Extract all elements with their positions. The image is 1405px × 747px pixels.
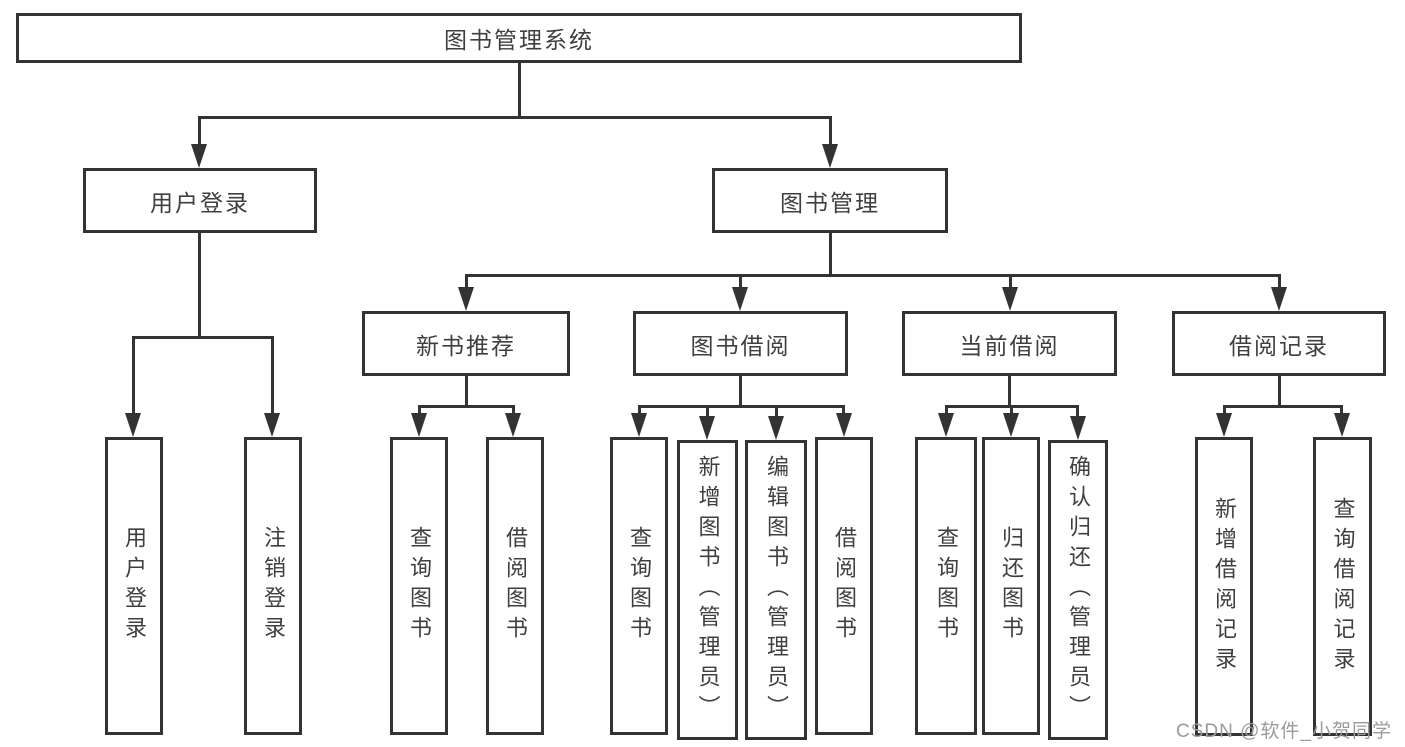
- leaf-cb-confirm-return-admin: 确认归还（管理员）: [1048, 440, 1108, 740]
- connector-new-book-rail: [418, 405, 515, 408]
- leaf-bb-borrow-books-label: 借阅图书: [832, 526, 857, 646]
- arrow-to-bb-borrow-icon: [836, 413, 852, 437]
- leaf-user-login-label: 用户登录: [122, 526, 147, 646]
- connector-new-book-stem: [465, 376, 468, 407]
- connector-user-login-rail: [132, 336, 274, 339]
- node-library-system: 图书管理系统: [16, 13, 1022, 63]
- connector-current-borrow-drop: [1009, 274, 1012, 290]
- arrow-to-cb-query-icon: [938, 413, 954, 437]
- node-book-borrowing: 图书借阅: [633, 311, 848, 376]
- watermark: CSDN @软件_小贺同学: [1176, 721, 1392, 742]
- leaf-cb-return-books-label: 归还图书: [999, 526, 1024, 646]
- connector-current-borrow-stem: [1008, 376, 1011, 407]
- leaf-br-add-record: 新增借阅记录: [1195, 437, 1253, 736]
- leaf-nb-borrow-books-label: 借阅图书: [503, 526, 528, 646]
- leaf-bb-add-books-admin-label: 新增图书（管理员）: [695, 455, 721, 725]
- leaf-bb-query-books-label: 查询图书: [627, 526, 652, 646]
- arrow-to-book-mgmt-icon: [822, 144, 838, 168]
- arrow-to-br-add-icon: [1216, 413, 1232, 437]
- connector-cb-leaf2-drop: [1010, 405, 1013, 417]
- node-book-management: 图书管理: [712, 168, 948, 233]
- arrow-to-nb-borrow-icon: [505, 413, 521, 437]
- connector-borrow-records-drop: [1278, 274, 1281, 290]
- arrow-to-book-borrow-icon: [732, 287, 748, 311]
- arrow-to-leaf-user-login-icon: [125, 413, 141, 437]
- arrow-to-cb-return-icon: [1003, 413, 1019, 437]
- connector-cb-leaf3-drop: [1076, 405, 1079, 419]
- leaf-bb-query-books: 查询图书: [610, 437, 668, 735]
- connector-bb-leaf4-drop: [842, 405, 845, 417]
- arrow-to-leaf-logout-icon: [264, 413, 280, 437]
- arrow-to-user-login-icon: [191, 144, 207, 168]
- leaf-br-query-record-label: 查询借阅记录: [1330, 496, 1356, 677]
- connector-bb-leaf1-drop: [638, 405, 641, 417]
- leaf-nb-borrow-books: 借阅图书: [486, 437, 544, 735]
- arrow-to-cb-confirm-icon: [1070, 416, 1086, 440]
- connector-nb-leaf2-drop: [512, 405, 515, 417]
- leaf-bb-add-books-admin: 新增图书（管理员）: [677, 440, 738, 740]
- connector-br-leaf1-drop: [1223, 405, 1226, 417]
- node-user-login: 用户登录: [83, 168, 317, 233]
- arrow-to-bb-add-icon: [699, 416, 715, 440]
- leaf-br-add-record-label: 新增借阅记录: [1212, 496, 1237, 677]
- leaf-cb-query-books-label: 查询图书: [934, 526, 959, 646]
- connector-book-borrow-rail: [638, 405, 845, 408]
- arrow-to-nb-query-icon: [411, 413, 427, 437]
- connector-ul-leaf1-drop: [132, 336, 135, 416]
- leaf-bb-borrow-books: 借阅图书: [815, 437, 873, 735]
- connector-user-login-stem: [198, 233, 201, 339]
- connector-ul-leaf2-drop: [271, 336, 274, 416]
- connector-root-stem: [518, 63, 521, 118]
- connector-level2-rail: [465, 274, 1281, 277]
- leaf-br-query-record: 查询借阅记录: [1313, 437, 1372, 736]
- node-current-borrowing: 当前借阅: [902, 311, 1117, 376]
- leaf-bb-edit-books-admin-label: 编辑图书（管理员）: [764, 455, 789, 725]
- arrow-to-bb-edit-icon: [768, 416, 784, 440]
- node-borrowing-records: 借阅记录: [1172, 311, 1386, 376]
- node-new-book-recommendation: 新书推荐: [362, 311, 570, 376]
- connector-nb-leaf1-drop: [418, 405, 421, 417]
- leaf-nb-query-books-label: 查询图书: [407, 526, 432, 646]
- arrow-to-borrow-records-icon: [1271, 287, 1287, 311]
- leaf-logout-label: 注销登录: [261, 526, 286, 646]
- connector-book-mgmt-drop: [829, 116, 832, 148]
- leaf-bb-edit-books-admin: 编辑图书（管理员）: [745, 440, 807, 740]
- arrow-to-current-borrow-icon: [1002, 287, 1018, 311]
- connector-new-book-drop: [465, 274, 468, 290]
- connector-bb-leaf2-drop: [706, 405, 709, 419]
- connector-book-borrow-drop: [739, 274, 742, 290]
- connector-cb-leaf1-drop: [945, 405, 948, 417]
- connector-br-leaf2-drop: [1340, 405, 1343, 417]
- arrow-to-bb-query-icon: [631, 413, 647, 437]
- leaf-cb-query-books: 查询图书: [915, 437, 977, 735]
- leaf-logout: 注销登录: [244, 437, 302, 735]
- connector-book-borrow-stem: [739, 376, 742, 407]
- connector-level1-rail: [198, 116, 832, 119]
- connector-book-mgmt-stem: [829, 233, 832, 276]
- leaf-cb-confirm-return-admin-label: 确认归还（管理员）: [1066, 455, 1091, 725]
- connector-borrow-records-rail: [1223, 405, 1343, 408]
- connector-user-login-drop: [198, 116, 201, 148]
- leaf-nb-query-books: 查询图书: [390, 437, 448, 735]
- leaf-cb-return-books: 归还图书: [982, 437, 1040, 735]
- leaf-user-login: 用户登录: [105, 437, 163, 735]
- connector-borrow-records-stem: [1278, 376, 1281, 407]
- arrow-to-br-query-icon: [1334, 413, 1350, 437]
- arrow-to-new-book-icon: [458, 287, 474, 311]
- connector-bb-leaf3-drop: [775, 405, 778, 419]
